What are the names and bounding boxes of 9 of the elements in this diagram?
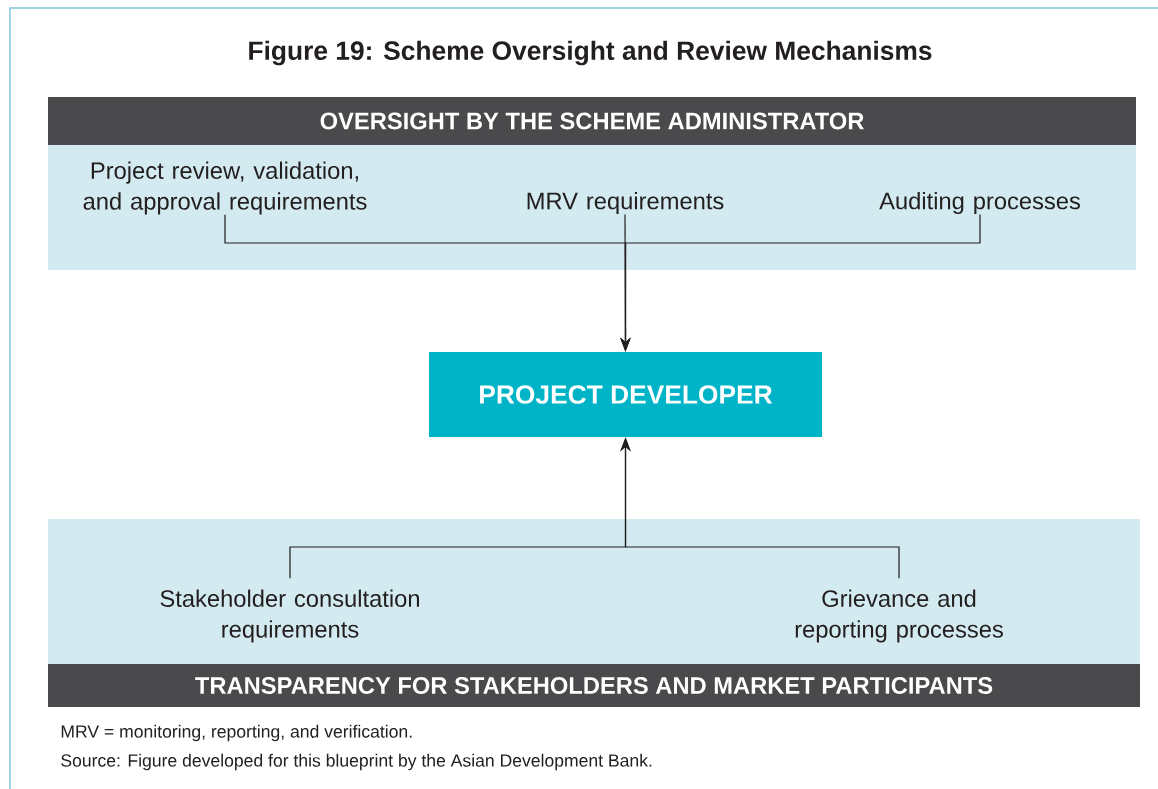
item-text: Stakeholder consultation requirements (160, 589, 419, 643)
note: MRV = monitoring, reporting, and verification. (61, 724, 412, 742)
item-text: MRV requirements (527, 191, 724, 215)
note: Source: Figure developed for this blueprint by the Asian Development Bank. (61, 753, 652, 771)
item-text: Auditing processes (879, 191, 1080, 215)
item-text: Grievance and reporting processes (795, 589, 1003, 643)
process-box: PROJECT DEVELOPER (429, 352, 822, 437)
title: Figure 19: Scheme Oversight and Review Mechanisms (249, 40, 932, 66)
item-text: Project review, validation, and approval requirements (83, 161, 367, 215)
